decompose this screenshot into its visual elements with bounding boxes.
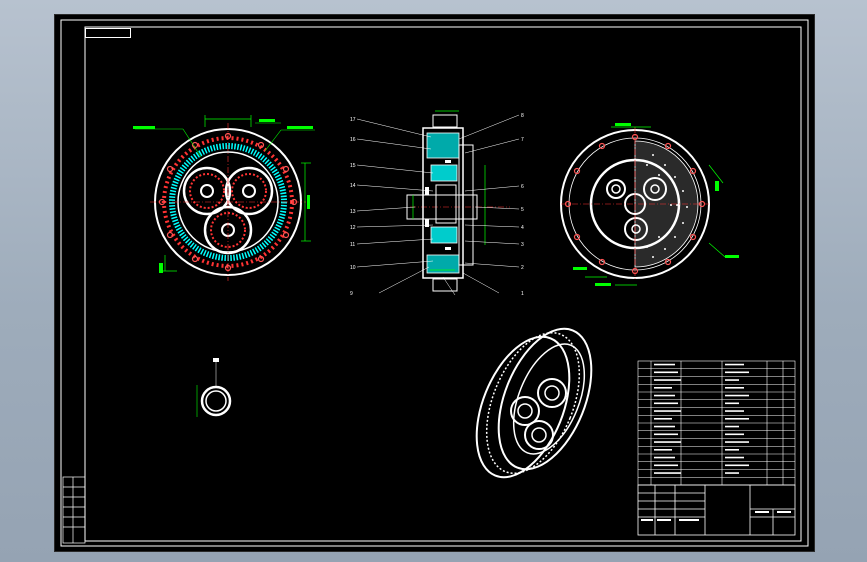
part-number-label: 11	[350, 242, 355, 248]
part-number-label: 5	[521, 207, 524, 213]
rear-view	[560, 123, 739, 286]
sheet-inner-border	[84, 26, 802, 542]
part-number-label: 9	[350, 291, 353, 297]
part-number-label: 17	[350, 117, 356, 123]
front-view	[133, 115, 315, 281]
part-number-label: 7	[521, 137, 524, 143]
part-number-label: 10	[350, 265, 356, 271]
left-revision-strip	[62, 476, 86, 544]
title-block	[637, 484, 796, 536]
part-number-label: 1	[521, 291, 524, 297]
part-number-label: 14	[350, 183, 356, 189]
part-number-labels: 17 16 15 14 13 12 11 10 9 8 7 6 5 4 3 2 1	[350, 113, 524, 297]
isometric-view	[475, 327, 593, 479]
part-number-label: 12	[350, 225, 356, 231]
part-number-label: 15	[350, 163, 356, 169]
assembly-drawing: 17 16 15 14 13 12 11 10 9 8 7 6 5 4 3 2 1	[60, 19, 809, 547]
part-number-label: 8	[521, 113, 524, 119]
part-number-label: 16	[350, 137, 356, 143]
part-number-label: 2	[521, 265, 524, 271]
bushing-detail	[196, 358, 232, 417]
sheet-outer-border	[60, 19, 809, 547]
part-number-label: 4	[521, 225, 524, 231]
cad-viewport[interactable]: 17 16 15 14 13 12 11 10 9 8 7 6 5 4 3 2 1	[54, 14, 815, 552]
part-number-label: 13	[350, 209, 356, 215]
part-number-label: 3	[521, 242, 524, 248]
part-number-label: 6	[521, 184, 524, 190]
section-view: 17 16 15 14 13 12 11 10 9 8 7 6 5 4 3 2 1	[350, 110, 524, 297]
stamp-tab	[85, 28, 131, 38]
parts-list-table	[637, 360, 796, 486]
